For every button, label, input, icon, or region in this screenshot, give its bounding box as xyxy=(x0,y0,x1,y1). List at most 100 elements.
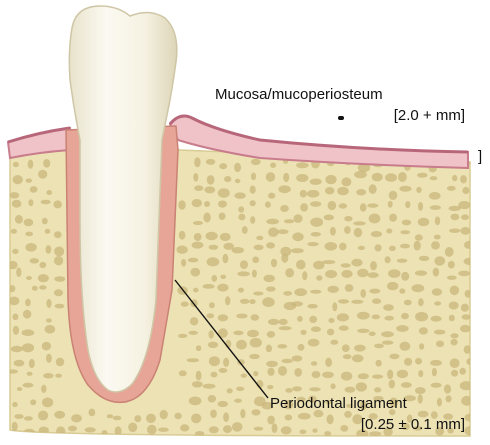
bone-pore xyxy=(356,382,367,391)
bone-pore xyxy=(238,288,244,293)
bone-pore xyxy=(419,327,428,334)
bone-pore xyxy=(187,358,199,362)
bone-pore xyxy=(11,229,17,234)
bone-pore xyxy=(401,272,409,281)
bone-pore xyxy=(451,339,458,346)
bone-pore xyxy=(254,245,264,251)
bone-pore xyxy=(404,358,412,366)
bone-pore xyxy=(385,173,397,181)
bone-pore xyxy=(219,368,228,373)
bone-pore xyxy=(256,236,263,240)
bone-pore xyxy=(218,201,227,208)
bone-pore xyxy=(266,345,272,353)
bone-pore xyxy=(204,201,210,207)
bone-pore xyxy=(386,229,392,234)
bone-pore xyxy=(12,402,17,407)
bone-pore xyxy=(448,261,455,269)
bone-pore xyxy=(325,270,337,278)
bone-pore xyxy=(203,284,215,289)
bone-pore xyxy=(12,422,18,431)
bone-pore xyxy=(207,257,220,266)
bone-pore xyxy=(266,219,279,225)
bone-pore xyxy=(451,370,458,377)
bone-pore xyxy=(466,358,473,365)
edge-bracket: ] xyxy=(478,148,482,165)
bone-pore xyxy=(389,354,399,360)
bone-pore xyxy=(41,385,46,393)
bone-pore xyxy=(369,184,377,194)
bone-pore xyxy=(383,304,394,311)
bone-pore xyxy=(292,355,303,361)
bone-pore xyxy=(54,256,63,265)
bone-pore xyxy=(14,360,25,367)
bone-pore xyxy=(462,314,471,320)
bone-pore xyxy=(42,398,53,408)
bone-pore xyxy=(272,423,278,433)
bone-pore xyxy=(432,368,437,377)
bone-pore xyxy=(30,186,38,193)
bone-pore xyxy=(38,170,47,179)
bone-pore xyxy=(212,275,218,282)
bone-pore xyxy=(360,289,366,298)
bone-pore xyxy=(178,334,187,338)
bone-pore xyxy=(307,190,320,198)
bone-pore xyxy=(325,187,334,194)
bone-pore xyxy=(434,330,446,335)
bone-pore xyxy=(328,286,339,293)
bone-pore xyxy=(28,160,34,169)
bone-pore xyxy=(43,159,50,168)
bone-pore xyxy=(45,325,56,334)
bone-pore xyxy=(224,176,231,182)
bone-pore xyxy=(449,315,455,322)
bone-pore xyxy=(22,329,35,336)
bone-pore xyxy=(330,340,338,345)
bone-pore xyxy=(372,298,381,304)
bone-pore xyxy=(268,227,278,237)
bone-pore xyxy=(181,259,186,267)
bone-pore xyxy=(158,428,169,432)
bone-pore xyxy=(464,258,477,265)
bone-pore xyxy=(345,284,354,292)
bone-pore xyxy=(338,299,349,303)
bone-pore xyxy=(284,219,295,223)
bone-pore xyxy=(400,244,410,249)
bone-pore xyxy=(220,233,231,241)
bone-pore xyxy=(203,213,210,223)
bone-pore xyxy=(41,200,51,205)
bone-pore xyxy=(238,214,245,221)
bone-pore xyxy=(294,214,303,223)
bone-pore xyxy=(39,262,46,268)
bone-pore xyxy=(71,414,82,422)
bone-pore xyxy=(433,268,439,277)
bone-pore xyxy=(418,202,423,211)
bone-pore xyxy=(404,300,412,306)
bone-pore xyxy=(251,173,256,181)
bone-pore xyxy=(450,333,458,338)
bone-pore xyxy=(190,317,198,325)
bone-pore xyxy=(220,275,226,279)
bone-pore xyxy=(54,200,62,208)
bone-pore xyxy=(236,314,247,319)
bone-pore xyxy=(242,226,248,234)
bone-pore xyxy=(398,172,407,182)
bone-pore xyxy=(360,203,367,211)
bone-pore xyxy=(415,270,427,275)
bone-pore xyxy=(13,175,23,184)
bone-pore xyxy=(252,270,257,278)
bone-pore xyxy=(237,271,250,276)
bone-pore xyxy=(56,426,65,436)
bone-pore xyxy=(249,299,255,304)
bone-pore xyxy=(431,241,440,249)
bone-pore xyxy=(412,284,425,292)
bone-pore xyxy=(447,186,456,191)
bone-pore xyxy=(339,243,346,251)
bone-pore xyxy=(434,235,441,240)
bone-pore xyxy=(250,200,256,206)
bone-pore xyxy=(310,179,322,185)
bone-pore xyxy=(180,424,189,431)
bone-pore xyxy=(449,229,461,233)
bone-pore xyxy=(42,218,48,225)
bone-pore xyxy=(38,411,48,421)
bone-pore xyxy=(399,186,411,192)
bone-pore xyxy=(194,157,200,167)
